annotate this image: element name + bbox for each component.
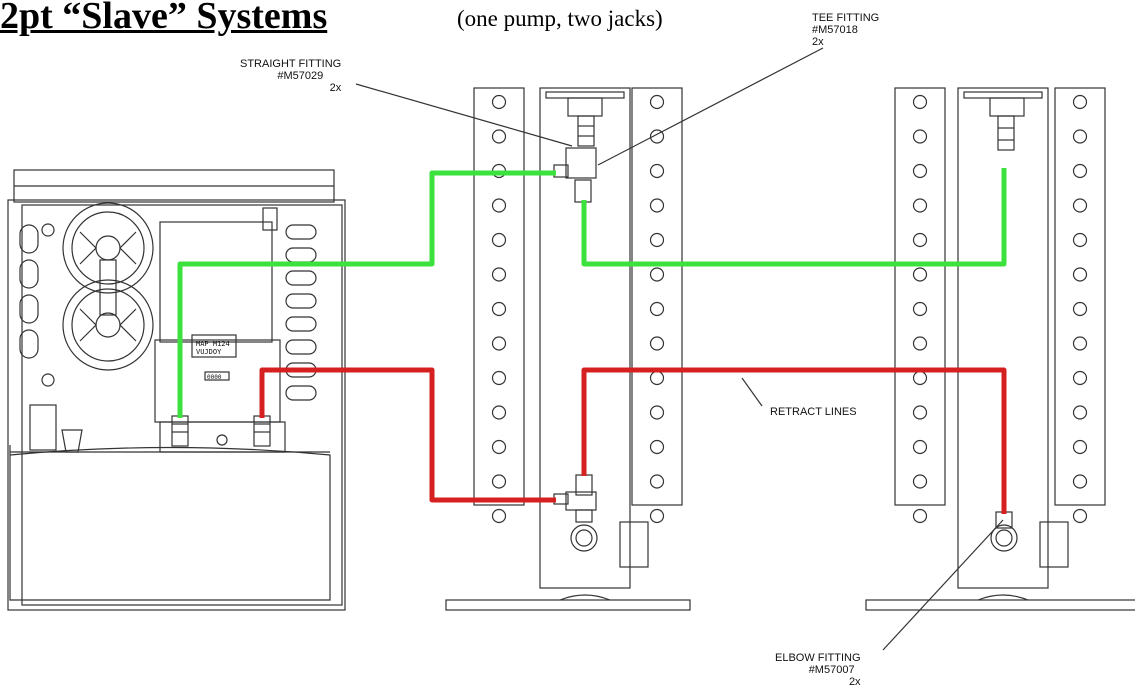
retract-lines-name: RETRACT LINES — [770, 406, 857, 418]
jack-hole — [649, 267, 665, 282]
elbow-fitting-leader — [882, 519, 1004, 651]
diagram-title: 2pt “Slave” Systems — [0, 0, 328, 37]
jack-left — [445, 87, 691, 611]
straight-fitting-leader — [355, 83, 573, 147]
jack-hole — [1072, 232, 1088, 248]
jack-hole — [912, 267, 928, 282]
jack-hole — [912, 439, 928, 455]
pump-label-line1: MAP M124 — [196, 340, 230, 348]
straight-fitting-name: STRAIGHT FITTING — [240, 58, 342, 70]
jack-hole — [491, 94, 507, 110]
diagram-subtitle: (one pump, two jacks) — [457, 6, 663, 31]
tee-fitting-name: TEE FITTING — [812, 12, 880, 24]
jack-hole — [491, 370, 507, 386]
retract-hydraulic-line — [259, 367, 1007, 514]
jack-hole — [1072, 129, 1088, 144]
jack-hole — [491, 301, 507, 317]
jack-hole — [912, 405, 928, 420]
jack-hole — [649, 163, 665, 179]
tee-fitting-leader — [597, 47, 824, 166]
jack-hole — [491, 129, 507, 144]
jack-hole — [649, 198, 665, 213]
jack-hole — [1072, 405, 1088, 420]
jack-hole — [912, 163, 928, 179]
jack-hole — [1072, 94, 1088, 110]
jack-hole — [649, 405, 665, 420]
jack-hole — [912, 232, 928, 248]
straight-fitting-part: #M57029 — [277, 70, 324, 82]
pump-label-small: 0000 — [207, 374, 222, 381]
jack-right — [865, 87, 1135, 611]
elbow-fitting-part: #M57007 — [808, 664, 855, 676]
retract-lines-leader — [741, 377, 763, 407]
jack-hole — [1072, 163, 1088, 179]
jack-hole — [491, 439, 507, 455]
jack-hole — [649, 94, 665, 110]
jack-hole — [1072, 198, 1088, 213]
pump-label: MAP M124 VUJDOY 0000 — [196, 340, 230, 381]
callout-straight-fitting: STRAIGHT FITTING #M57029 2x — [240, 58, 341, 94]
jack-hole — [491, 267, 507, 282]
jack-hole — [649, 301, 665, 317]
callout-retract-lines: RETRACT LINES — [770, 406, 857, 418]
callout-tee-fitting: TEE FITTING #M57018 2x — [812, 12, 879, 48]
jack-hole — [649, 508, 665, 524]
extend-hydraulic-line — [177, 168, 1007, 418]
jack-hole — [649, 370, 665, 386]
jack-hole — [649, 129, 665, 144]
elbow-fitting-name: ELBOW FITTING — [775, 652, 861, 664]
jack-hole — [491, 336, 507, 351]
jack-hole — [1072, 508, 1088, 524]
jack-hole — [912, 94, 928, 110]
straight-fitting-qty: 2x — [329, 82, 342, 94]
callout-elbow-fitting: ELBOW FITTING #M57007 2x — [775, 652, 861, 688]
jack-hole — [491, 474, 507, 489]
jack-hole — [1072, 267, 1088, 282]
pump-unit — [7, 169, 346, 611]
pump-label-line2: VUJDOY — [196, 348, 222, 356]
jack-hole — [912, 301, 928, 317]
jack-hole — [491, 405, 507, 420]
jack-hole — [491, 198, 507, 213]
jack-hole — [649, 232, 665, 248]
tee-fitting-qty: 2x — [812, 36, 824, 48]
jack-hole — [649, 439, 665, 455]
jack-hole — [1072, 301, 1088, 317]
jack-hole — [912, 198, 928, 213]
jack-hole — [912, 508, 928, 524]
jack-hole — [491, 232, 507, 248]
jack-hole — [912, 129, 928, 144]
jack-hole — [1072, 336, 1088, 351]
jack-hole — [912, 336, 928, 351]
jack-hole — [912, 370, 928, 386]
jack-hole — [912, 474, 928, 489]
jack-hole — [491, 508, 507, 524]
jack-hole — [649, 336, 665, 351]
jack-hole — [1072, 474, 1088, 489]
elbow-fitting-qty: 2x — [848, 676, 861, 688]
tee-fitting-part: #M57018 — [812, 24, 858, 36]
jack-hole — [1072, 370, 1088, 386]
jack-hole — [1072, 439, 1088, 455]
jack-hole — [649, 474, 665, 489]
